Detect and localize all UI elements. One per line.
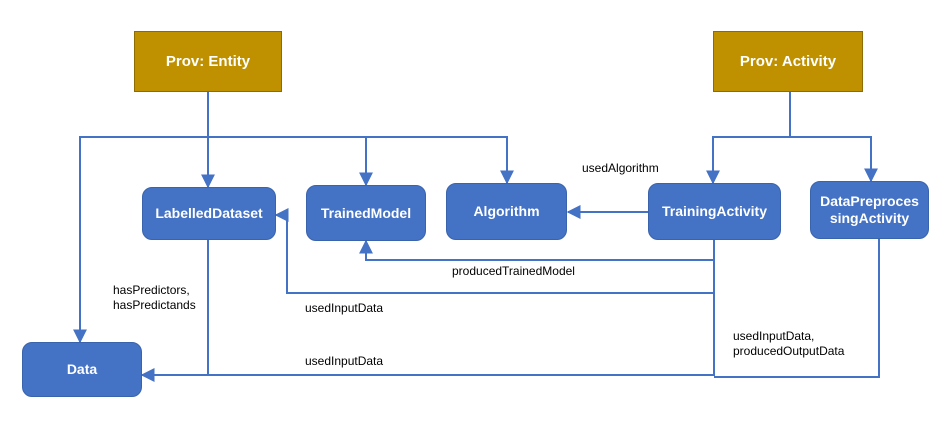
- labelled-dataset-label: LabelledDataset: [155, 205, 263, 221]
- edge-produced-trained-model: [359, 239, 715, 261]
- edge-activity-to-datapreprocessing: [790, 136, 878, 183]
- edge-preprocessing-to-data: [714, 239, 880, 378]
- data-preprocessing-activity-node: DataPreproces singActivity: [810, 181, 929, 239]
- algorithm-node: Algorithm: [446, 183, 567, 240]
- prov-entity-node: Prov: Entity: [134, 31, 282, 92]
- edge-used-input-data: [208, 293, 715, 376]
- data-preprocessing-activity-label: DataPreproces singActivity: [820, 193, 919, 226]
- used-input-produced-output-label: usedInputData, producedOutputData: [733, 329, 845, 358]
- edge-entity-to-algorithm: [366, 136, 514, 185]
- data-label: Data: [66, 361, 98, 377]
- prov-activity-label: Prov: Activity: [739, 53, 837, 70]
- produced-trained-model-label: producedTrainedModel: [452, 264, 575, 278]
- edge-entity-to-trainedmodel: [208, 136, 373, 187]
- trained-model-node: TrainedModel: [306, 185, 426, 241]
- algorithm-label: Algorithm: [473, 203, 540, 219]
- edge-entity-to-data: [73, 92, 209, 344]
- used-input-data-lower-label: usedInputData: [305, 354, 384, 368]
- edge-used-input-labelleddataset: [274, 208, 715, 294]
- prov-activity-node: Prov: Activity: [713, 31, 863, 92]
- used-algorithm-label: usedAlgorithm: [582, 161, 659, 175]
- trained-model-label: TrainedModel: [320, 204, 412, 221]
- labelled-dataset-node: LabelledDataset: [142, 187, 276, 240]
- edge-activity-to-trainingactivity: [706, 92, 791, 185]
- has-predictors-label: hasPredictors, hasPredictands: [113, 283, 196, 312]
- training-activity-node: TrainingActivity: [648, 183, 781, 240]
- prov-entity-label: Prov: Entity: [165, 53, 251, 70]
- data-node: Data: [22, 342, 142, 397]
- training-activity-label: TrainingActivity: [661, 203, 768, 219]
- used-input-data-upper-label: usedInputData: [305, 301, 384, 315]
